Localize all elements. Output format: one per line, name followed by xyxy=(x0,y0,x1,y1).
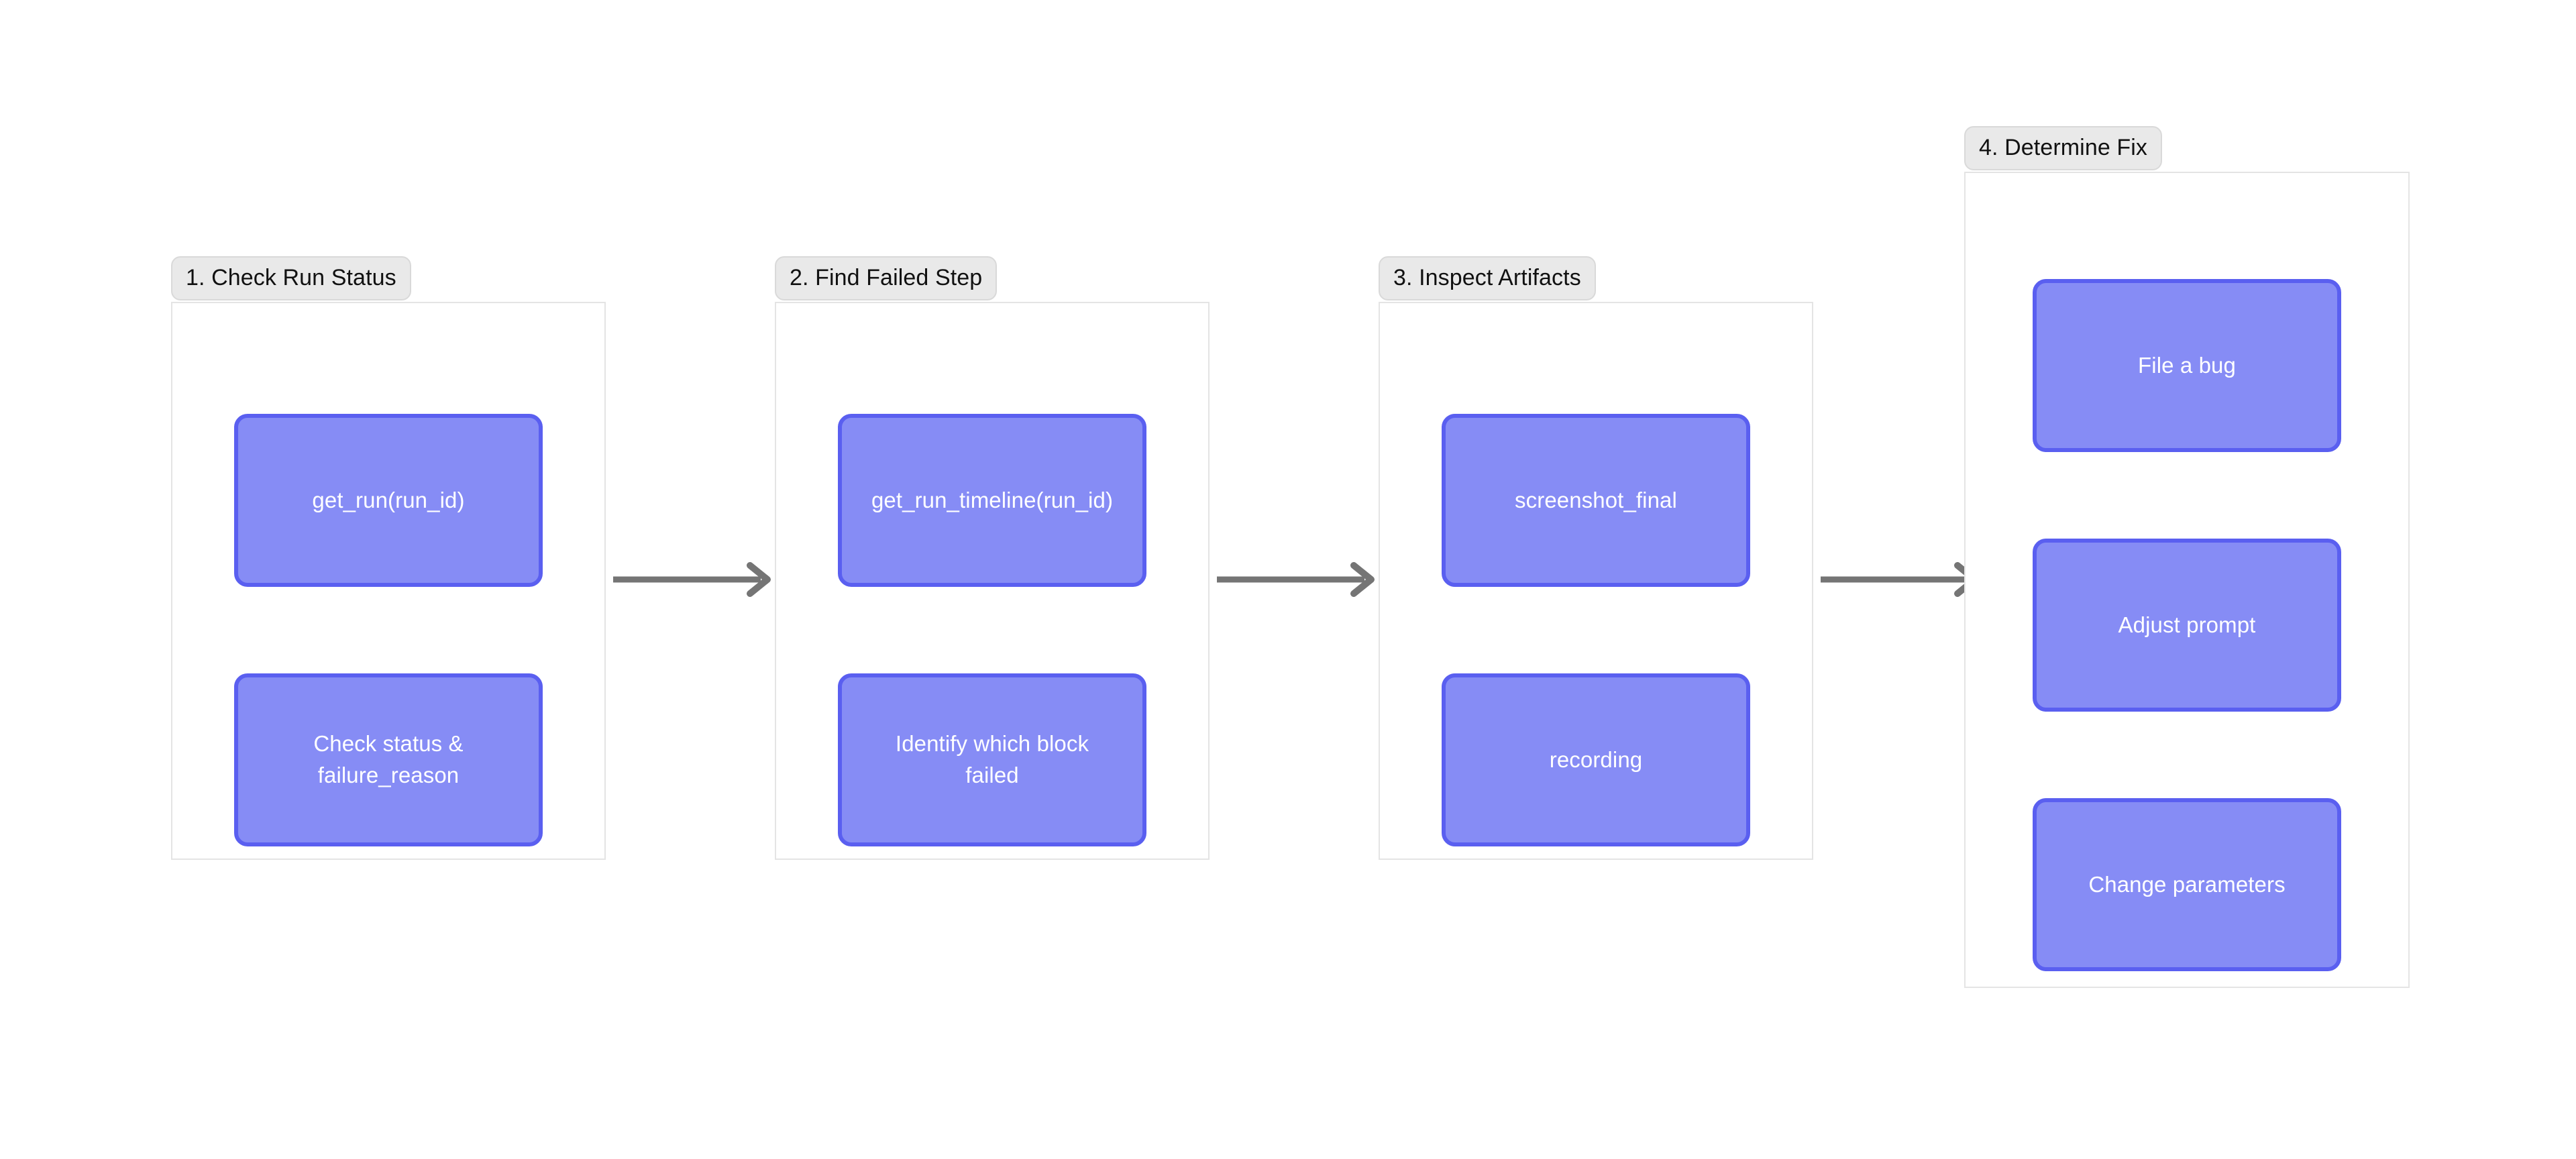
node-get-run-timeline[interactable]: get_run_timeline(run_id) xyxy=(838,414,1146,587)
node-get-run[interactable]: get_run(run_id) xyxy=(234,414,543,587)
arrow-1-to-2 xyxy=(612,562,773,597)
group-find-failed-step: 2. Find Failed Step get_run_timeline(run… xyxy=(775,256,1210,860)
node-change-parameters-label: Change parameters xyxy=(2088,871,2286,897)
node-get-run-timeline-label: get_run_timeline(run_id) xyxy=(871,487,1114,512)
node-file-a-bug-label: File a bug xyxy=(2138,352,2236,378)
node-check-status-label: Check status & failure_reason xyxy=(313,731,464,787)
node-screenshot-final-label: screenshot_final xyxy=(1515,487,1677,512)
node-file-a-bug[interactable]: File a bug xyxy=(2033,279,2341,452)
group-body-find-failed-step: get_run_timeline(run_id) Identify which … xyxy=(775,302,1210,860)
node-recording[interactable]: recording xyxy=(1442,673,1750,846)
group-check-run-status: 1. Check Run Status get_run(run_id) Chec… xyxy=(171,256,606,860)
group-label-check-run-status: 1. Check Run Status xyxy=(171,256,411,300)
group-determine-fix: 4. Determine Fix File a bug Adjust promp… xyxy=(1964,126,2410,988)
node-screenshot-final[interactable]: screenshot_final xyxy=(1442,414,1750,587)
node-adjust-prompt[interactable]: Adjust prompt xyxy=(2033,539,2341,712)
node-check-status[interactable]: Check status & failure_reason xyxy=(234,673,543,846)
arrow-3-to-4-icon xyxy=(1821,562,1978,597)
group-body-determine-fix: File a bug Adjust prompt Change paramete… xyxy=(1964,172,2410,988)
arrow-2-to-3-icon xyxy=(1217,562,1375,597)
arrow-2-to-3 xyxy=(1216,562,1377,597)
arrow-1-to-2-icon xyxy=(613,562,771,597)
group-inspect-artifacts: 3. Inspect Artifacts screenshot_final re… xyxy=(1379,256,1813,860)
node-identify-block-label: Identify which block failed xyxy=(895,731,1089,787)
group-body-inspect-artifacts: screenshot_final recording xyxy=(1379,302,1813,860)
node-change-parameters[interactable]: Change parameters xyxy=(2033,798,2341,971)
group-label-inspect-artifacts: 3. Inspect Artifacts xyxy=(1379,256,1596,300)
node-recording-label: recording xyxy=(1549,747,1643,772)
group-body-check-run-status: get_run(run_id) Check status & failure_r… xyxy=(171,302,606,860)
group-label-find-failed-step: 2. Find Failed Step xyxy=(775,256,998,300)
node-identify-block[interactable]: Identify which block failed xyxy=(838,673,1146,846)
node-get-run-label: get_run(run_id) xyxy=(312,487,465,512)
node-adjust-prompt-label: Adjust prompt xyxy=(2118,612,2256,637)
group-label-determine-fix: 4. Determine Fix xyxy=(1964,126,2163,170)
arrow-3-to-4 xyxy=(1819,562,1980,597)
